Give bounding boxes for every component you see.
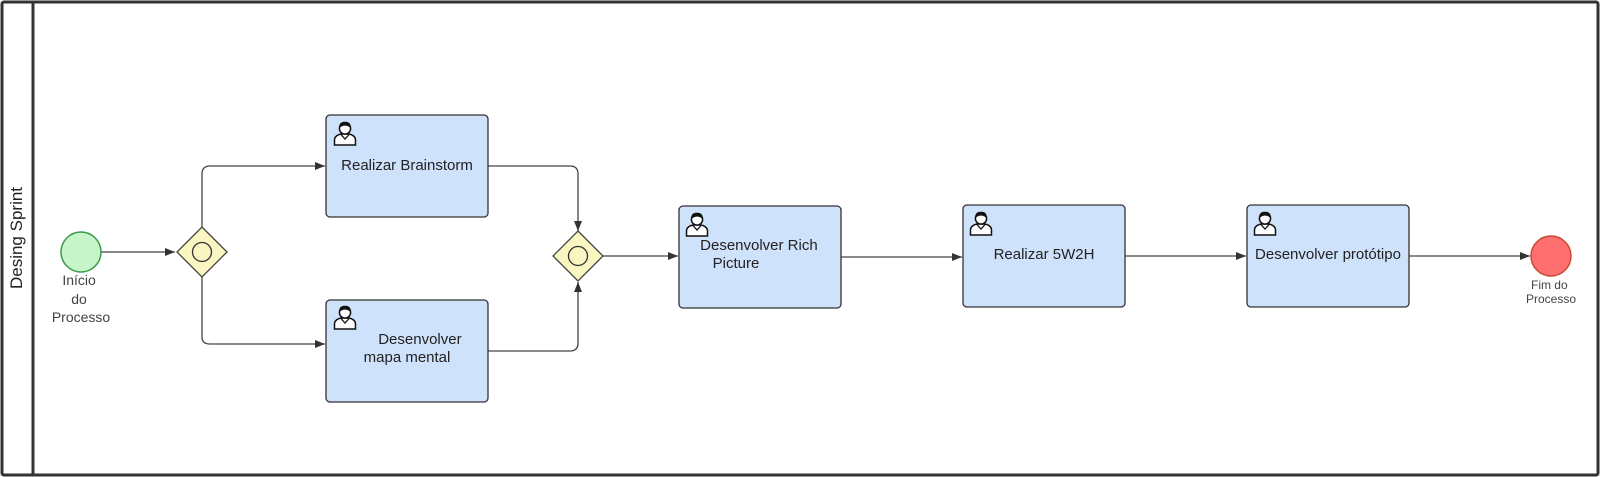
task-desenvolver-prototipo[interactable]: Desenvolver protótipo xyxy=(1246,204,1410,308)
task-desenvolver-mapa-mental[interactable]: Desenvolver mapa mental xyxy=(325,299,489,403)
task-label: Desenvolver protótipo xyxy=(1255,246,1401,263)
circle-marker-icon xyxy=(191,241,213,263)
task-box[interactable] xyxy=(325,299,489,403)
task-label: Desenvolver Rich Picture xyxy=(700,237,822,272)
end-event-circle[interactable] xyxy=(1530,235,1572,277)
gateway-join-diamond[interactable] xyxy=(552,230,604,282)
task-box[interactable] xyxy=(1246,204,1410,308)
start-event[interactable]: Início do Processo xyxy=(52,231,111,325)
task-box[interactable] xyxy=(678,205,842,309)
task-realizar-5w2h[interactable]: Realizar 5W2H xyxy=(962,204,1126,308)
gateway-split[interactable] xyxy=(176,226,228,278)
flow-split-to-mapa xyxy=(201,277,325,348)
gateway-split-diamond[interactable] xyxy=(176,226,228,278)
task-box[interactable] xyxy=(325,114,489,218)
lane-label: Desing Sprint xyxy=(7,187,26,289)
end-event-label: Fim do Processo xyxy=(1526,278,1576,306)
circle-marker-icon xyxy=(567,245,589,267)
task-label: Realizar Brainstorm xyxy=(341,157,473,174)
flow-brainstorm-to-join xyxy=(488,165,582,231)
task-label: Desenvolver mapa mental xyxy=(364,331,466,366)
sequence-flows xyxy=(101,162,1530,352)
task-desenvolver-rich-picture[interactable]: Desenvolver Rich Picture xyxy=(678,205,842,309)
flow-split-to-brainstorm xyxy=(201,162,325,227)
gateway-join[interactable] xyxy=(552,230,604,282)
task-box[interactable] xyxy=(962,204,1126,308)
task-realizar-brainstorm[interactable]: Realizar Brainstorm xyxy=(325,114,489,218)
start-event-label: Início do Processo xyxy=(52,272,111,325)
start-event-circle[interactable] xyxy=(60,231,102,273)
flow-mapa-to-join xyxy=(488,282,582,352)
end-event[interactable]: Fim do Processo xyxy=(1526,235,1576,306)
task-label: Realizar 5W2H xyxy=(994,246,1095,263)
